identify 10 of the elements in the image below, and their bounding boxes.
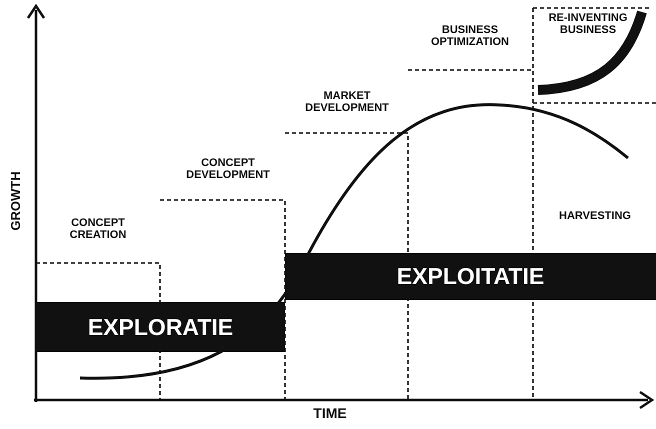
stage-label: HARVESTING bbox=[558, 210, 632, 222]
stage-label: CONCEPT DEVELOPMENT bbox=[185, 157, 271, 181]
phase-bar: EXPLOITATIE bbox=[285, 253, 656, 300]
stage-label: CONCEPT CREATION bbox=[68, 217, 128, 241]
stage-label: RE-INVENTING BUSINESS bbox=[548, 12, 628, 36]
phase-bar: EXPLORATIE bbox=[36, 302, 285, 352]
axis-label: TIME bbox=[312, 406, 348, 421]
stage-label: MARKET DEVELOPMENT bbox=[304, 90, 390, 114]
stage-label: BUSINESS OPTIMIZATION bbox=[430, 24, 510, 48]
axis-label: GROWTH bbox=[9, 171, 23, 231]
